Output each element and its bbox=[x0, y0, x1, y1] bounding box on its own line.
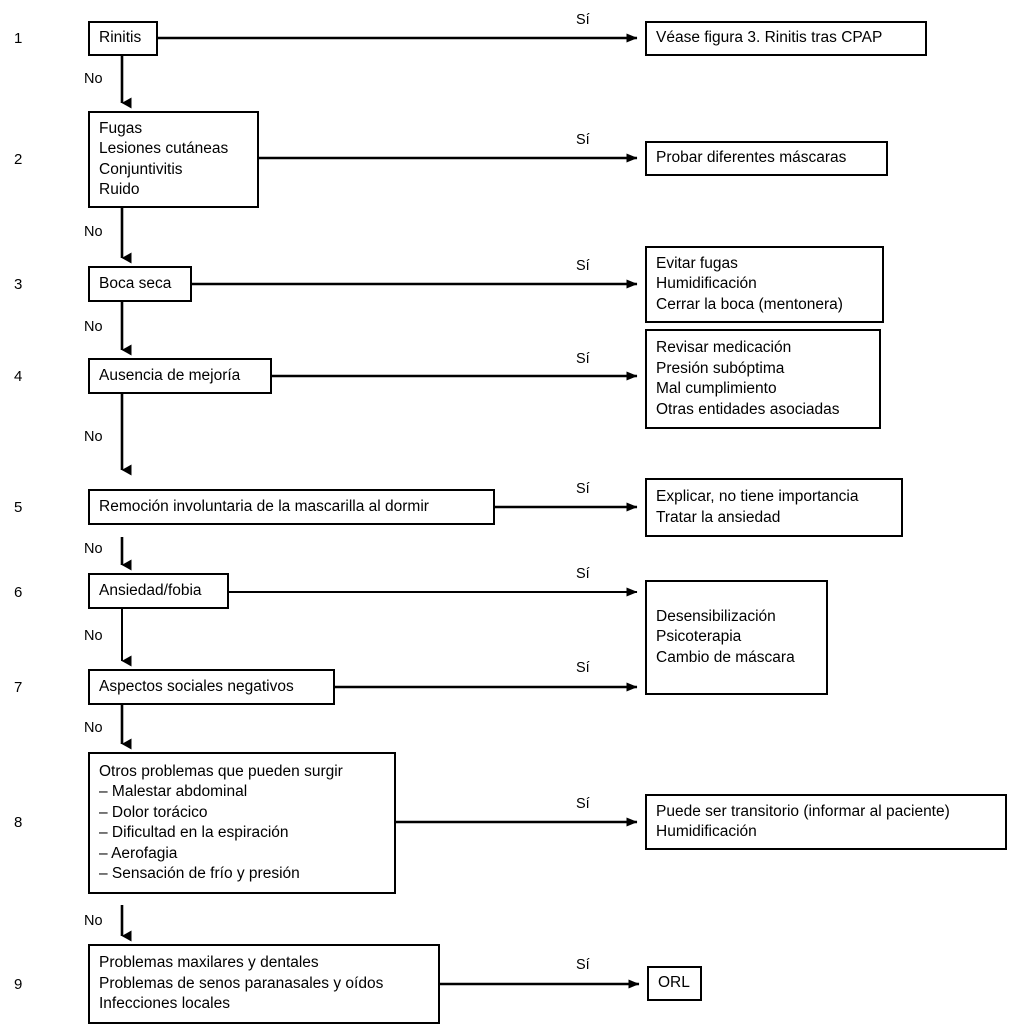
question-node-3[interactable]: Boca seca bbox=[88, 266, 192, 302]
edge-label-no-4: No bbox=[84, 429, 103, 445]
row-number-3: 3 bbox=[14, 276, 23, 293]
outcome-node-4-line-2: Presión subóptima bbox=[656, 359, 785, 377]
outcome-node-8-line-1: Puede ser transitorio (informar al pacie… bbox=[656, 802, 950, 820]
question-node-7-line-1: Aspectos sociales negativos bbox=[99, 677, 294, 695]
question-node-4-line-1: Ausencia de mejoría bbox=[99, 366, 241, 384]
question-node-9[interactable]: Problemas maxilares y dentales Problemas… bbox=[88, 944, 440, 1024]
edge-label-yes-9: Sí bbox=[576, 957, 590, 973]
outcome-node-8-line-2: Humidificación bbox=[656, 823, 757, 840]
question-node-7[interactable]: Aspectos sociales negativos bbox=[88, 669, 335, 705]
question-node-2-line-4: Ruido bbox=[99, 181, 140, 198]
edge-label-no-6: No bbox=[84, 628, 103, 644]
outcome-node-9-line-1: ORL bbox=[658, 974, 690, 992]
question-node-6[interactable]: Ansiedad/fobia bbox=[88, 573, 229, 609]
question-node-6-line-1: Ansiedad/fobia bbox=[99, 581, 202, 599]
row-number-7: 7 bbox=[14, 679, 23, 696]
outcome-node-4-line-4: Otras entidades asociadas bbox=[656, 400, 840, 418]
row-number-8: 8 bbox=[14, 814, 23, 831]
outcome-node-1[interactable]: Véase figura 3. Rinitis tras CPAP bbox=[645, 21, 927, 56]
question-node-5[interactable]: Remoción involuntaria de la mascarilla a… bbox=[88, 489, 495, 525]
edge-label-yes-5: Sí bbox=[576, 481, 590, 497]
question-node-4[interactable]: Ausencia de mejoría bbox=[88, 358, 272, 394]
edge-label-no-1: No bbox=[84, 71, 103, 87]
question-node-1-line-1: Rinitis bbox=[99, 29, 142, 47]
question-node-8[interactable]: Otros problemas que pueden surgir – Male… bbox=[88, 752, 396, 894]
outcome-node-shared-line-3: Cambio de máscara bbox=[656, 648, 795, 666]
edge-label-no-2: No bbox=[84, 224, 103, 240]
question-node-2[interactable]: Fugas Lesiones cutáneas Conjuntivitis Ru… bbox=[88, 111, 259, 208]
row-number-4: 4 bbox=[14, 368, 23, 385]
row-number-9: 9 bbox=[14, 976, 23, 993]
outcome-node-9[interactable]: ORL bbox=[647, 966, 702, 1001]
edge-label-no-5: No bbox=[84, 541, 103, 557]
question-node-8-line-2: – Malestar abdominal bbox=[99, 783, 248, 800]
outcome-node-1-line-1: Véase figura 3. Rinitis tras CPAP bbox=[656, 29, 883, 47]
row-number-2: 2 bbox=[14, 151, 23, 168]
question-node-2-line-3: Conjuntivitis bbox=[99, 160, 183, 178]
row-number-6: 6 bbox=[14, 584, 23, 601]
question-node-2-line-1: Fugas bbox=[99, 119, 143, 137]
edge-label-yes-4: Sí bbox=[576, 351, 590, 367]
question-node-8-line-6: – Sensación de frío y presión bbox=[99, 865, 300, 882]
outcome-node-shared-6-7[interactable]: Desensibilización Psicoterapia Cambio de… bbox=[645, 580, 828, 695]
outcome-node-3-line-2: Humidificación bbox=[656, 275, 757, 293]
outcome-node-8[interactable]: Puede ser transitorio (informar al pacie… bbox=[645, 794, 1007, 850]
question-node-9-line-3: Infecciones locales bbox=[99, 995, 230, 1013]
question-node-9-line-1: Problemas maxilares y dentales bbox=[99, 954, 319, 972]
edge-label-no-3: No bbox=[84, 319, 103, 335]
edge-label-no-7: No bbox=[84, 720, 103, 736]
question-node-9-line-2: Problemas de senos paranasales y oídos bbox=[99, 974, 384, 992]
outcome-node-shared-line-1: Desensibilización bbox=[656, 607, 776, 625]
question-node-3-line-1: Boca seca bbox=[99, 274, 172, 292]
question-node-8-line-3: – Dolor torácico bbox=[99, 803, 208, 821]
row-number-1: 1 bbox=[14, 30, 23, 47]
question-node-1[interactable]: Rinitis bbox=[88, 21, 158, 56]
question-node-8-line-1: Otros problemas que pueden surgir bbox=[99, 762, 343, 780]
question-node-8-line-5: – Aerofagia bbox=[99, 844, 178, 862]
outcome-node-shared-line-2: Psicoterapia bbox=[656, 628, 742, 646]
question-node-2-line-2: Lesiones cutáneas bbox=[99, 140, 229, 157]
outcome-node-5-line-2: Tratar la ansiedad bbox=[656, 508, 781, 526]
edge-label-yes-1: Sí bbox=[576, 12, 590, 28]
edge-label-yes-7: Sí bbox=[576, 660, 590, 676]
outcome-node-5-line-1: Explicar, no tiene importancia bbox=[656, 488, 859, 505]
outcome-node-3[interactable]: Evitar fugas Humidificación Cerrar la bo… bbox=[645, 246, 884, 323]
outcome-node-5[interactable]: Explicar, no tiene importancia Tratar la… bbox=[645, 478, 903, 537]
outcome-node-3-line-1: Evitar fugas bbox=[656, 254, 738, 272]
row-number-5: 5 bbox=[14, 499, 23, 516]
edge-label-yes-6: Sí bbox=[576, 566, 590, 582]
edge-label-yes-2: Sí bbox=[576, 132, 590, 148]
question-node-8-line-4: – Dificultad en la espiración bbox=[99, 824, 289, 841]
edge-label-no-8: No bbox=[84, 913, 103, 929]
outcome-node-4-line-3: Mal cumplimiento bbox=[656, 380, 777, 397]
edge-label-yes-8: Sí bbox=[576, 796, 590, 812]
outcome-node-2-line-1: Probar diferentes máscaras bbox=[656, 149, 847, 167]
edge-label-yes-3: Sí bbox=[576, 258, 590, 274]
outcome-node-4[interactable]: Revisar medicación Presión subóptima Mal… bbox=[645, 329, 881, 429]
outcome-node-4-line-1: Revisar medicación bbox=[656, 339, 792, 356]
question-node-5-line-1: Remoción involuntaria de la mascarilla a… bbox=[99, 497, 429, 515]
outcome-node-2[interactable]: Probar diferentes máscaras bbox=[645, 141, 888, 176]
outcome-node-3-line-3: Cerrar la boca (mentonera) bbox=[656, 295, 843, 313]
